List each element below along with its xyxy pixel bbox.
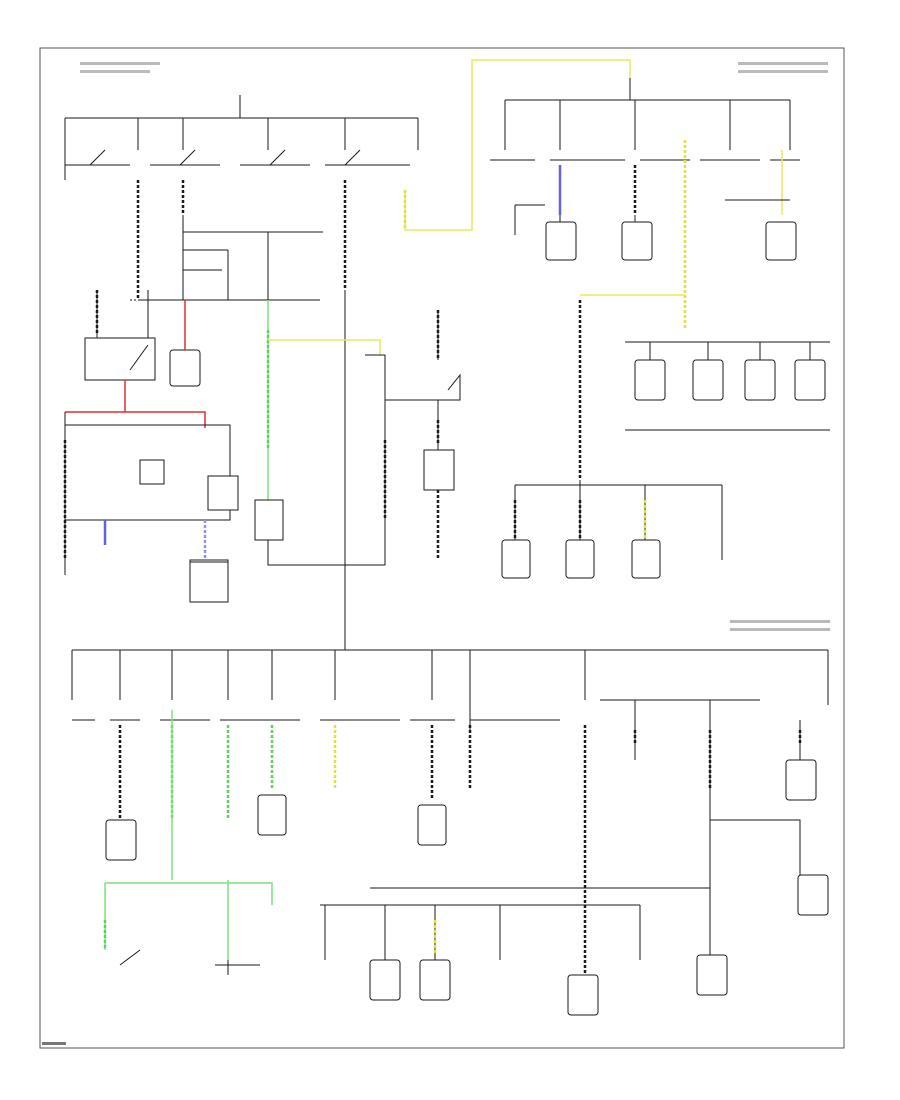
top-right-fuse-section — [490, 78, 830, 579]
diagram-frame — [39, 47, 845, 1049]
left-relay-area — [63, 290, 239, 603]
top-left-fuse-section — [64, 59, 631, 650]
middle-wires — [254, 300, 461, 566]
relay-box — [84, 337, 156, 381]
lower-bus-section — [71, 649, 829, 1016]
label-placeholders — [42, 62, 830, 1045]
